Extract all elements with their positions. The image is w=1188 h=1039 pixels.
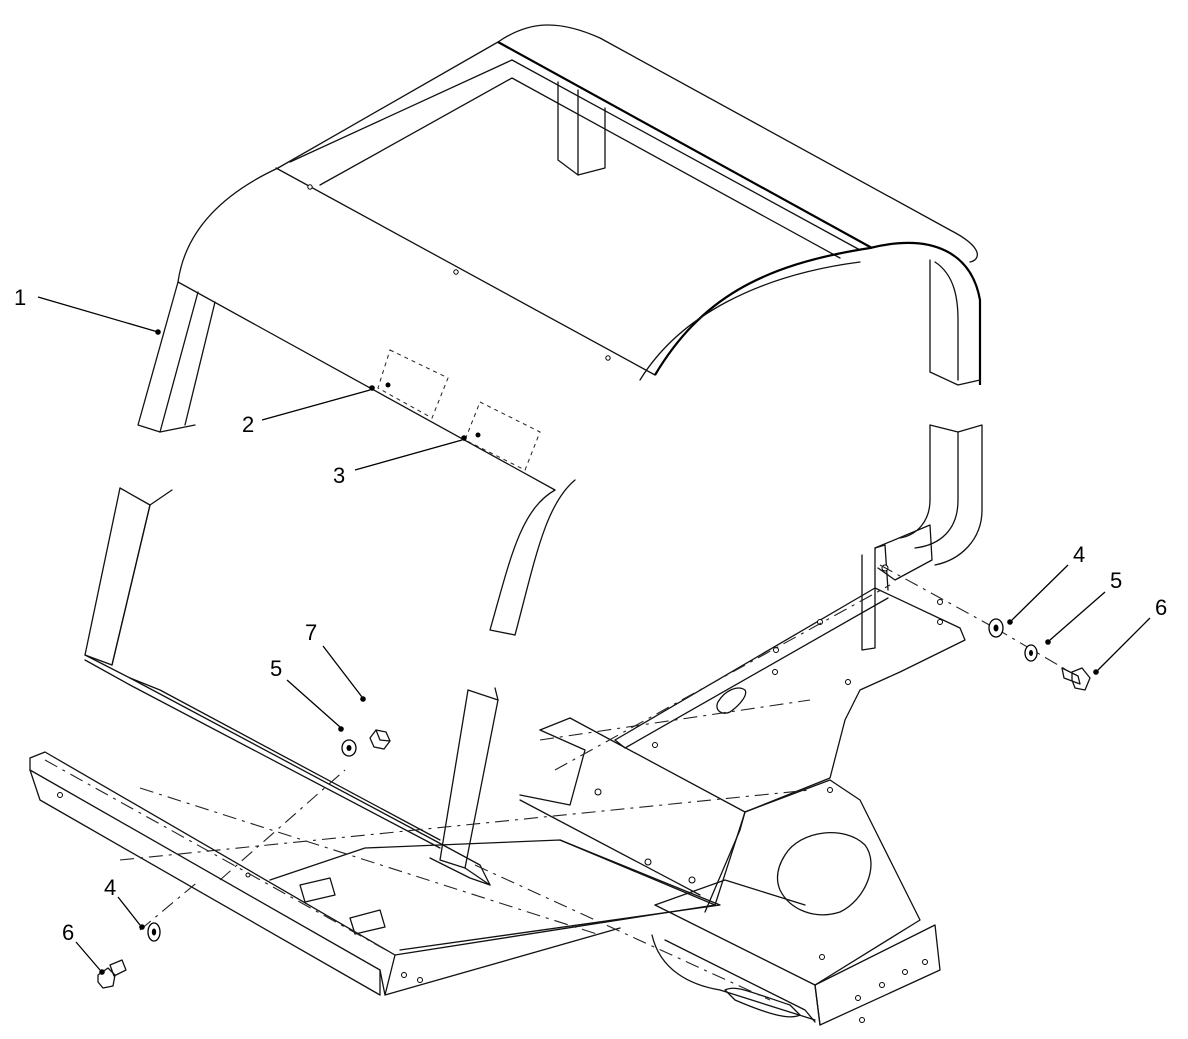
- bolt-icon: [97, 959, 127, 989]
- front-bumper: [654, 904, 941, 1026]
- hardware: [97, 618, 1091, 989]
- callout-5-left: 5: [270, 656, 282, 681]
- lock-washer-icon: [341, 739, 357, 757]
- callout-6-left: 6: [62, 920, 74, 945]
- canopy-assembly: [84, 24, 983, 886]
- lock-washer-icon: [1024, 644, 1038, 662]
- chassis-plate: [614, 524, 966, 1021]
- washer-icon: [147, 922, 161, 942]
- callout-2: 2: [242, 412, 254, 437]
- callout-4-right: 4: [1073, 542, 1085, 567]
- callout-labels: 1 2 3 4 5 6 7 5 4 6: [14, 285, 1167, 945]
- front-channel: [29, 751, 716, 996]
- centre-frame: [519, 717, 746, 913]
- callout-5-right: 5: [1110, 568, 1122, 593]
- nut-icon: [369, 729, 391, 750]
- callout-1: 1: [14, 285, 26, 310]
- callout-leaders: [37, 296, 1151, 975]
- bolt-icon: [1061, 667, 1091, 691]
- callout-6-right: 6: [1155, 595, 1167, 620]
- assembly-center-lines: [44, 564, 1071, 1001]
- washer-icon: [988, 618, 1004, 638]
- callout-3: 3: [333, 463, 345, 488]
- floor-pan: [269, 839, 721, 951]
- callout-7: 7: [305, 620, 317, 645]
- callout-4-left: 4: [104, 875, 116, 900]
- canopy-lower-trim: [84, 654, 491, 886]
